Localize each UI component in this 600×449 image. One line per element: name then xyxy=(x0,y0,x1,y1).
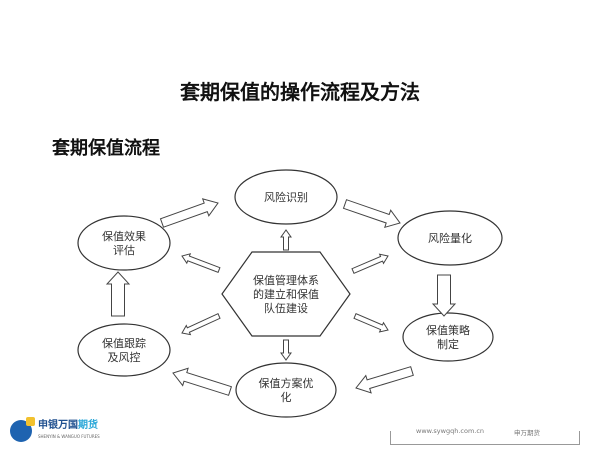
node-label: 评估 xyxy=(113,244,135,257)
node-label: 及风控 xyxy=(108,350,141,364)
node-label: 保值策略 xyxy=(426,323,470,337)
company-logo: 申银万国期货 SHENYIN & WANGUO FUTURES xyxy=(10,417,100,442)
cycle-arrow-identification-to-quantification xyxy=(342,199,401,229)
footer-brand: 申万期货 xyxy=(511,427,543,437)
center-arrow-to-evaluation xyxy=(181,253,221,273)
node-label: 保值跟踪 xyxy=(102,336,146,350)
cycle-arrow-quantification-to-strategy xyxy=(431,274,457,317)
node-label: 保值管理体系 xyxy=(253,273,319,287)
node-label: 制定 xyxy=(437,337,459,351)
footer-box: www.sywgqh.com.cn 申万期货 xyxy=(390,427,580,445)
node-label: 队伍建设 xyxy=(264,301,308,315)
cycle-arrow-optimization-to-tracking xyxy=(172,367,233,396)
center-arrow-to-quantification xyxy=(351,253,389,274)
cycle-arrow-strategy-to-optimization xyxy=(355,366,414,394)
node-label: 的建立和保值 xyxy=(253,287,319,301)
logo-text: 申银万国 xyxy=(38,420,78,431)
center-arrow-to-tracking xyxy=(181,313,221,336)
cycle-arrow-tracking-to-evaluation xyxy=(105,271,131,317)
footer-url: www.sywgqh.com.cn xyxy=(413,427,488,435)
node-label: 保值效果 xyxy=(102,229,146,243)
cycle-arrow-evaluation-to-identification xyxy=(159,198,219,228)
logo-subtext: SHENYIN & WANGUO FUTURES xyxy=(38,434,100,439)
section-subtitle: 套期保值流程 xyxy=(52,138,160,159)
process-node-risk-quantification: 风险量化 xyxy=(397,210,503,266)
center-arrow-to-strategy xyxy=(353,313,389,333)
center-arrow-to-identification xyxy=(280,229,292,251)
node-label: 风险量化 xyxy=(428,231,472,245)
node-label: 保值方案优 xyxy=(259,376,314,390)
center-arrow-to-optimization xyxy=(280,339,292,361)
node-label: 风险识别 xyxy=(264,190,308,204)
node-label: 化 xyxy=(281,390,292,404)
slide-title: 套期保值的操作流程及方法 xyxy=(180,80,420,104)
process-node-risk-identification: 风险识别 xyxy=(234,169,338,225)
logo-text-accent: 期货 xyxy=(78,420,98,431)
logo-icon xyxy=(10,417,35,442)
